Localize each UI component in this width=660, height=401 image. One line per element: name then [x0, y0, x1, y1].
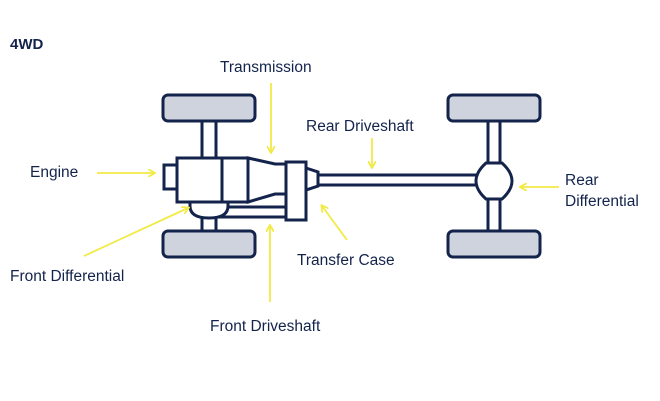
rear-driveshaft-label: Rear Driveshaft — [306, 118, 414, 135]
rear-differential — [474, 161, 514, 201]
front-right-wheel — [161, 229, 257, 259]
front-differential — [188, 200, 230, 220]
diagram-title: 4WD — [10, 36, 44, 53]
transfer-case — [284, 160, 320, 222]
engine-block — [162, 156, 225, 204]
transmission-housing — [220, 156, 288, 205]
rear-differential-label-line1: Rear — [565, 172, 599, 189]
rear-left-wheel — [446, 93, 542, 123]
front-differential-label: Front Differential — [10, 268, 124, 285]
front-left-wheel — [161, 93, 257, 123]
rear-right-wheel — [446, 229, 542, 259]
front-differential-arrow — [83, 208, 188, 257]
pointer-arrows — [83, 83, 559, 302]
transfer-case-arrow — [322, 206, 348, 241]
rear-differential-label-line2: Differential — [565, 193, 639, 210]
engine-label: Engine — [30, 164, 78, 181]
transfer-case-label: Transfer Case — [297, 252, 395, 269]
front-driveshaft-label: Front Driveshaft — [210, 318, 321, 335]
transmission-label: Transmission — [220, 59, 312, 76]
rear-driveshaft — [316, 173, 480, 187]
